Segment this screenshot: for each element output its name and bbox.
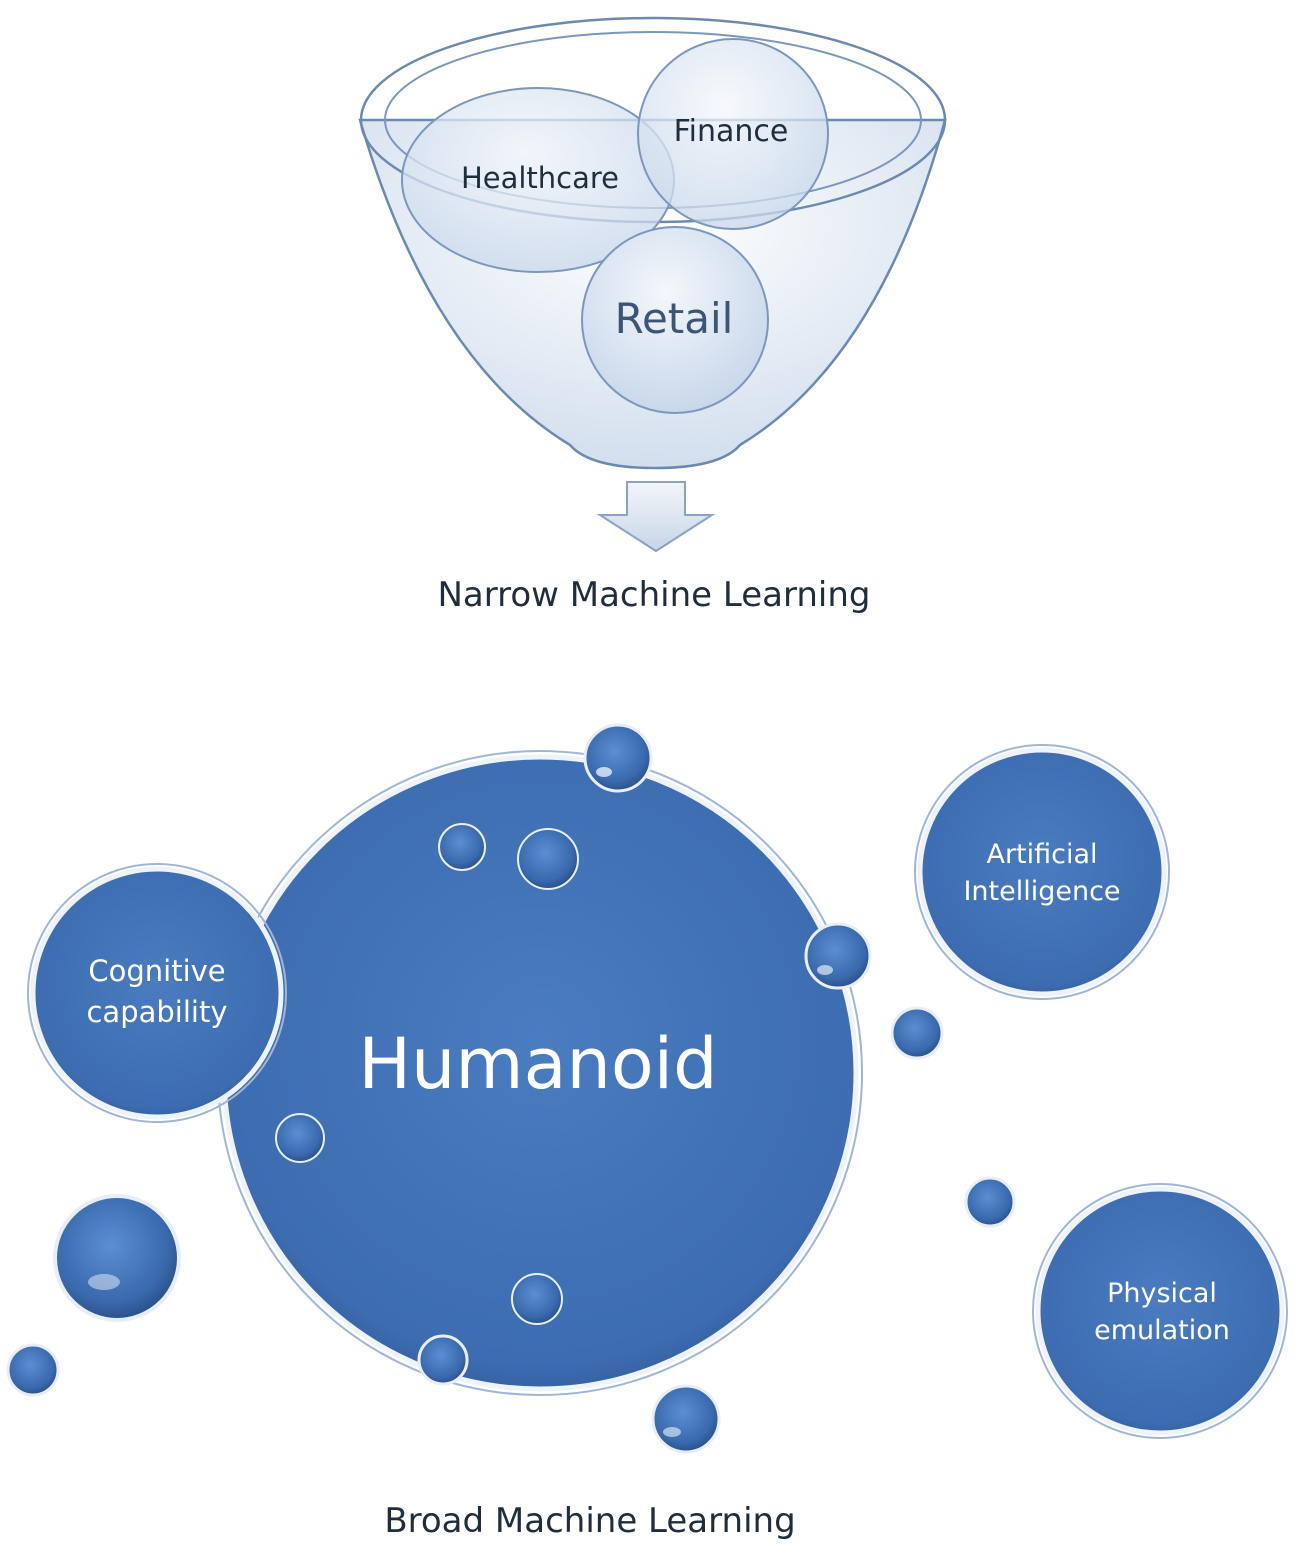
droplet — [890, 1006, 944, 1060]
finance-ball — [637, 38, 829, 230]
droplet-highlight — [596, 767, 612, 777]
ai-ball — [917, 747, 1167, 997]
cognitive-ball-ring — [27, 863, 287, 1123]
droplet — [275, 1113, 325, 1163]
cognitive-ball — [30, 866, 284, 1120]
droplets — [6, 723, 1016, 1454]
droplet — [804, 922, 872, 990]
ai-bubble: Artificial Intelligence — [914, 744, 1170, 1000]
droplet — [964, 1176, 1016, 1228]
droplet — [651, 1384, 721, 1454]
narrow-ml-caption: Narrow Machine Learning — [437, 575, 870, 615]
retail-ball — [581, 226, 769, 414]
ai-ball-ring — [914, 744, 1170, 1000]
humanoid-label: Humanoid — [358, 1023, 717, 1105]
down-arrow-icon — [596, 481, 716, 553]
healthcare-label: Healthcare — [461, 161, 619, 195]
finance-label: Finance — [674, 114, 789, 149]
droplet — [438, 823, 486, 871]
physical-ball-ring — [1032, 1183, 1288, 1439]
droplet — [517, 828, 579, 890]
droplet — [583, 723, 653, 793]
ai-label-line1: Artificial — [986, 839, 1097, 870]
broad-ml-caption: Broad Machine Learning — [384, 1501, 795, 1541]
droplet — [417, 1334, 469, 1386]
ai-label-line2: Intelligence — [963, 876, 1120, 907]
droplet-highlight — [88, 1274, 120, 1290]
droplet-highlight — [817, 965, 833, 975]
physical-label-line1: Physical — [1107, 1278, 1217, 1309]
droplet — [511, 1273, 563, 1325]
cognitive-label-line2: capability — [86, 995, 227, 1029]
cognitive-label-line1: Cognitive — [88, 954, 225, 988]
retail-label: Retail — [615, 294, 734, 343]
droplet — [6, 1343, 60, 1397]
physical-bubble: Physical emulation — [1032, 1183, 1288, 1439]
droplet — [53, 1194, 181, 1322]
physical-label-line2: emulation — [1094, 1315, 1230, 1346]
cognitive-bubble: Cognitive capability — [27, 863, 287, 1123]
droplet-highlight — [663, 1427, 681, 1437]
physical-ball — [1035, 1186, 1285, 1436]
funnel: Finance Healthcare Retail — [358, 16, 947, 553]
